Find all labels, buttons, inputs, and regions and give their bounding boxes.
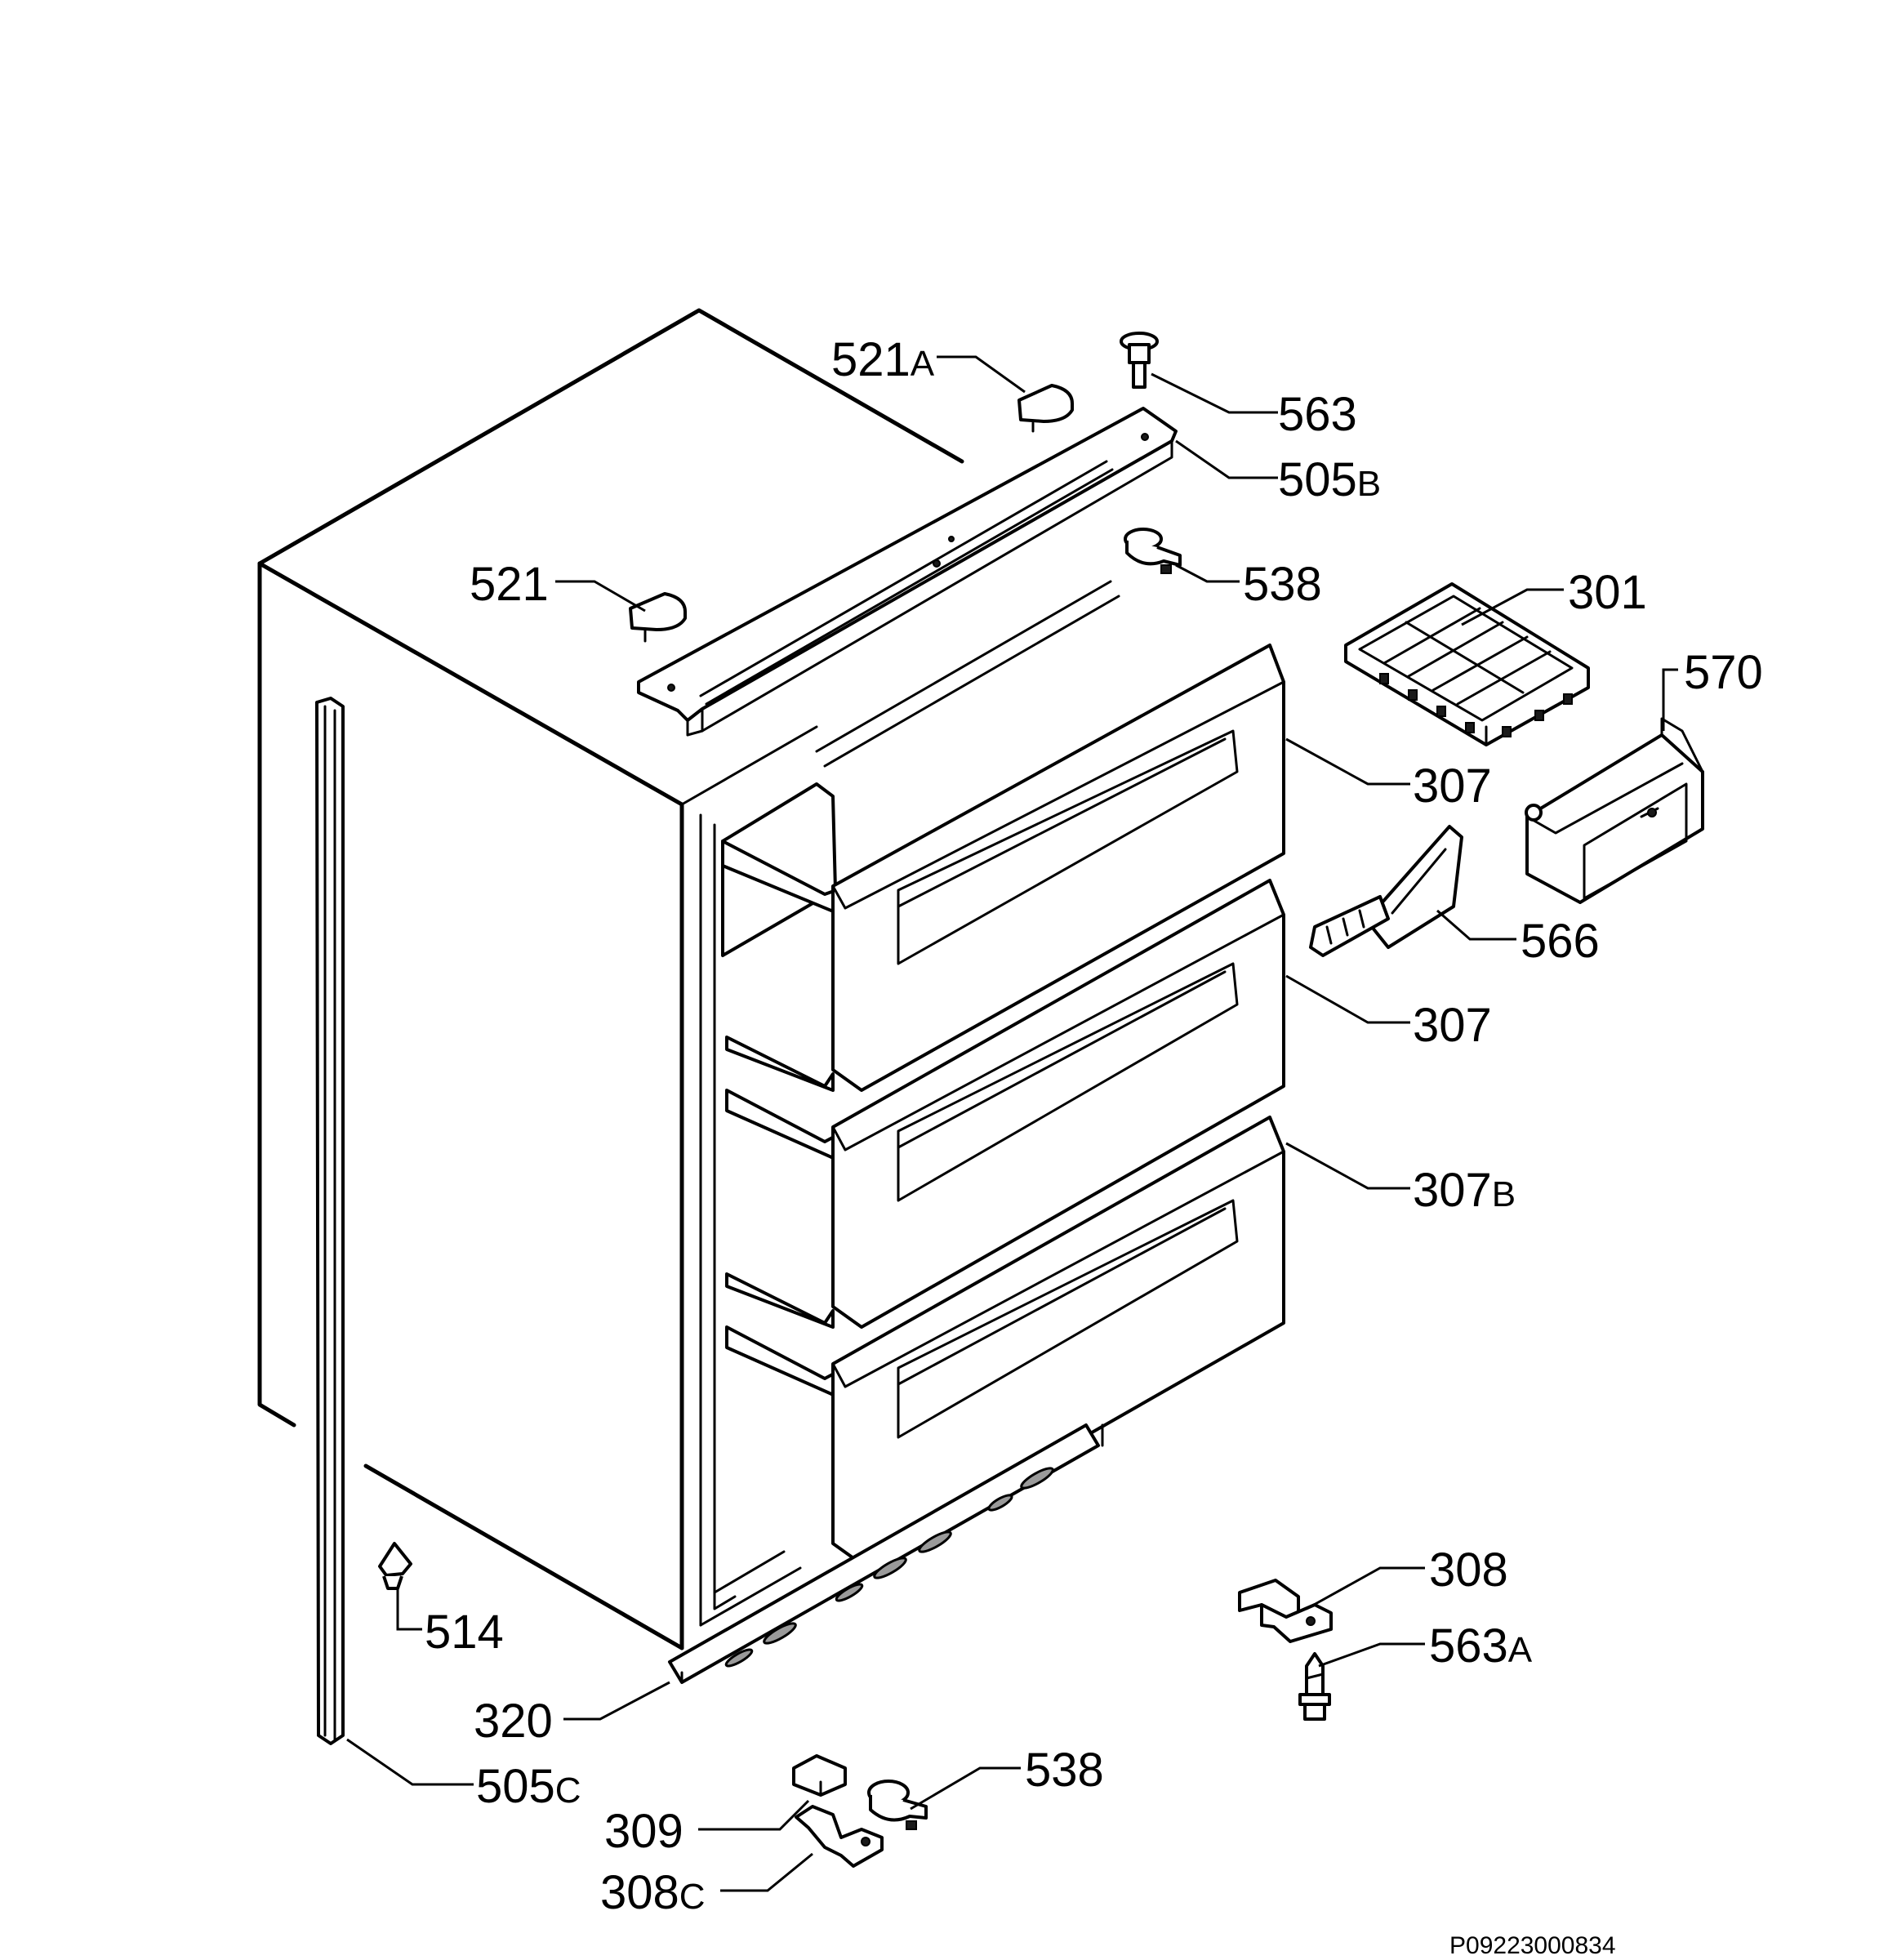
reference-code: P09223000834 xyxy=(1449,1932,1616,1959)
hinge-cap-521a xyxy=(1017,384,1074,433)
callout-505b: 505B xyxy=(1278,453,1381,506)
ice-scraper-566 xyxy=(1309,825,1463,957)
callout-307b: 307B xyxy=(1413,1164,1516,1217)
callout-538-bottom: 538 xyxy=(1025,1744,1104,1797)
callout-320: 320 xyxy=(474,1695,553,1748)
drawer-307-top xyxy=(721,644,1285,1092)
callout-563a: 563A xyxy=(1429,1619,1533,1673)
hinge-pin-538-bottom xyxy=(867,1780,928,1830)
leader-lines xyxy=(346,355,1678,1892)
screw-563a xyxy=(1298,1652,1331,1721)
side-strip-505c xyxy=(315,697,345,1745)
callout-566: 566 xyxy=(1521,915,1600,968)
callout-301: 301 xyxy=(1568,566,1647,619)
callout-521: 521 xyxy=(470,558,549,611)
drawer-307b-bottom xyxy=(725,1116,1285,1566)
callout-308c: 308C xyxy=(600,1866,706,1919)
callout-309: 309 xyxy=(604,1805,683,1858)
callout-570: 570 xyxy=(1684,646,1763,699)
callout-563: 563 xyxy=(1278,388,1357,441)
door-bracket-308 xyxy=(1238,1579,1333,1643)
hinge-cap-521 xyxy=(629,592,687,643)
screw-563 xyxy=(1120,332,1159,389)
drawer-307-middle xyxy=(725,879,1285,1329)
bottom-rail-320 xyxy=(668,1423,1100,1684)
hinge-pin-538-top xyxy=(1124,528,1182,574)
freezer-cabinet xyxy=(257,308,1120,1650)
spacer-309 xyxy=(792,1754,847,1797)
callout-521a: 521A xyxy=(831,333,935,386)
clip-514 xyxy=(378,1542,412,1590)
callout-538-top: 538 xyxy=(1243,558,1322,611)
callout-labels: 521A 563 505B 521 538 301 570 307 566 30… xyxy=(425,333,1763,1919)
callout-307-upper: 307 xyxy=(1413,760,1492,813)
callout-307-middle: 307 xyxy=(1413,999,1492,1052)
callout-308: 308 xyxy=(1429,1544,1508,1597)
hinge-bracket-308c xyxy=(795,1805,884,1868)
top-rail-505b xyxy=(637,407,1178,737)
callout-514: 514 xyxy=(425,1606,504,1659)
ice-tray-301 xyxy=(1344,582,1590,746)
callout-505c: 505C xyxy=(476,1760,581,1813)
shelf-570 xyxy=(1525,717,1704,904)
